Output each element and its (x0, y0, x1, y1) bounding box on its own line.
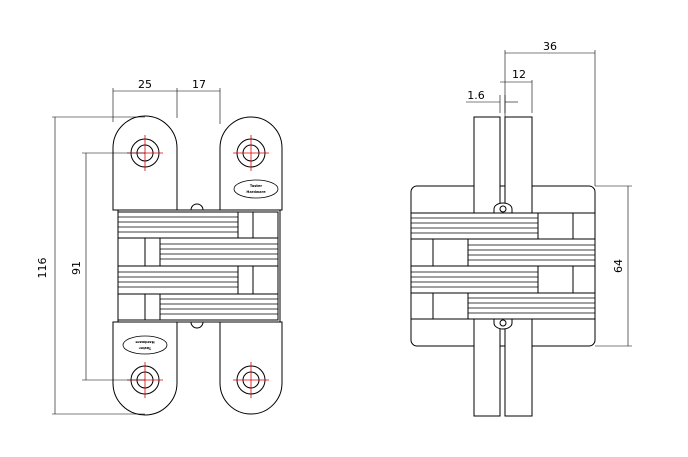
mounting-hole-bottom-right (233, 362, 269, 398)
side-pivot-top (493, 202, 513, 214)
svg-text:91: 91 (70, 261, 83, 275)
link-hatching (118, 216, 278, 315)
side-link-layers (410, 212, 596, 320)
dimension-overall-height: 116 (36, 116, 145, 415)
brand-logo-top: Taster Hardware (233, 179, 279, 199)
dimension-width-right: 17 (177, 78, 221, 124)
dimension-gap: 12 (500, 68, 533, 113)
svg-text:Hardware: Hardware (135, 340, 155, 344)
side-pivot-bottom (493, 318, 513, 330)
svg-text:64: 64 (612, 259, 625, 273)
mounting-hole-top-right (233, 135, 269, 171)
svg-text:116: 116 (36, 258, 49, 279)
front-view: Taster Hardware Taster Hardware 25 17 11… (36, 78, 283, 416)
dimension-hole-spacing: 91 (70, 152, 145, 381)
link-layers (117, 211, 279, 321)
dimension-thickness: 1.6 (466, 89, 518, 113)
side-view: 36 12 1.6 64 (410, 40, 632, 417)
svg-text:36: 36 (543, 40, 557, 53)
svg-text:12: 12 (512, 68, 526, 81)
svg-text:17: 17 (192, 78, 206, 91)
dimension-width-left: 25 (112, 78, 178, 122)
svg-text:Hardware: Hardware (246, 190, 266, 194)
svg-text:Taster: Taster (139, 346, 151, 350)
brand-logo-bottom: Taster Hardware (122, 335, 168, 355)
side-link-hatching (411, 217, 595, 314)
dimension-body-height: 64 (595, 185, 632, 347)
svg-text:25: 25 (138, 78, 152, 91)
svg-text:1.6: 1.6 (467, 89, 485, 102)
svg-text:Taster: Taster (250, 184, 262, 188)
